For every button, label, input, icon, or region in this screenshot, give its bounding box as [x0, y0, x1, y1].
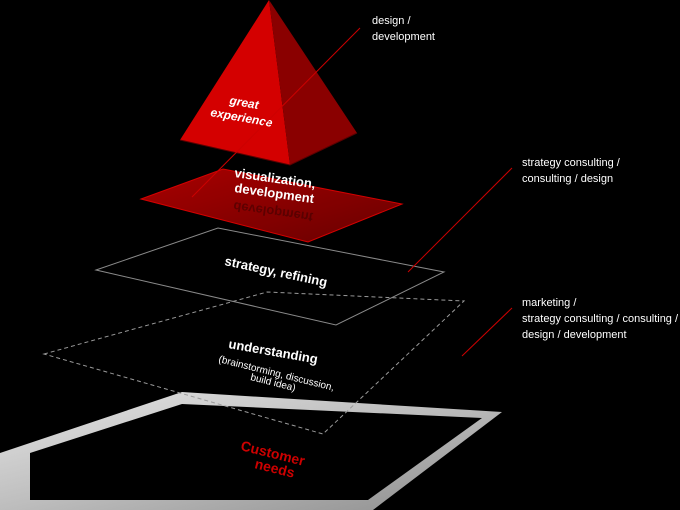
visualization-layer [139, 168, 404, 243]
base-frame [0, 392, 502, 510]
annotation-3-line1: marketing / [522, 297, 577, 309]
annotation-1-line2: development [372, 31, 435, 43]
strategy-layer [94, 227, 446, 326]
annotation-3-line2: strategy consulting / consulting / [522, 313, 679, 325]
pyramid [179, 0, 358, 166]
annotation-leader-1 [191, 27, 361, 198]
strategy-label: strategy, refining [223, 253, 328, 289]
annotation-2-line1: strategy consulting / [522, 157, 621, 169]
understanding-layer [42, 291, 466, 435]
annotation-1-line1: design / [372, 15, 411, 27]
annotation-leader-2 [407, 167, 513, 273]
annotation-3-line3: design / development [522, 329, 627, 341]
annotation-leader-3 [461, 307, 513, 357]
pyramid-label-line1: great [227, 93, 260, 112]
annotation-2-line2: consulting / design [522, 173, 613, 185]
